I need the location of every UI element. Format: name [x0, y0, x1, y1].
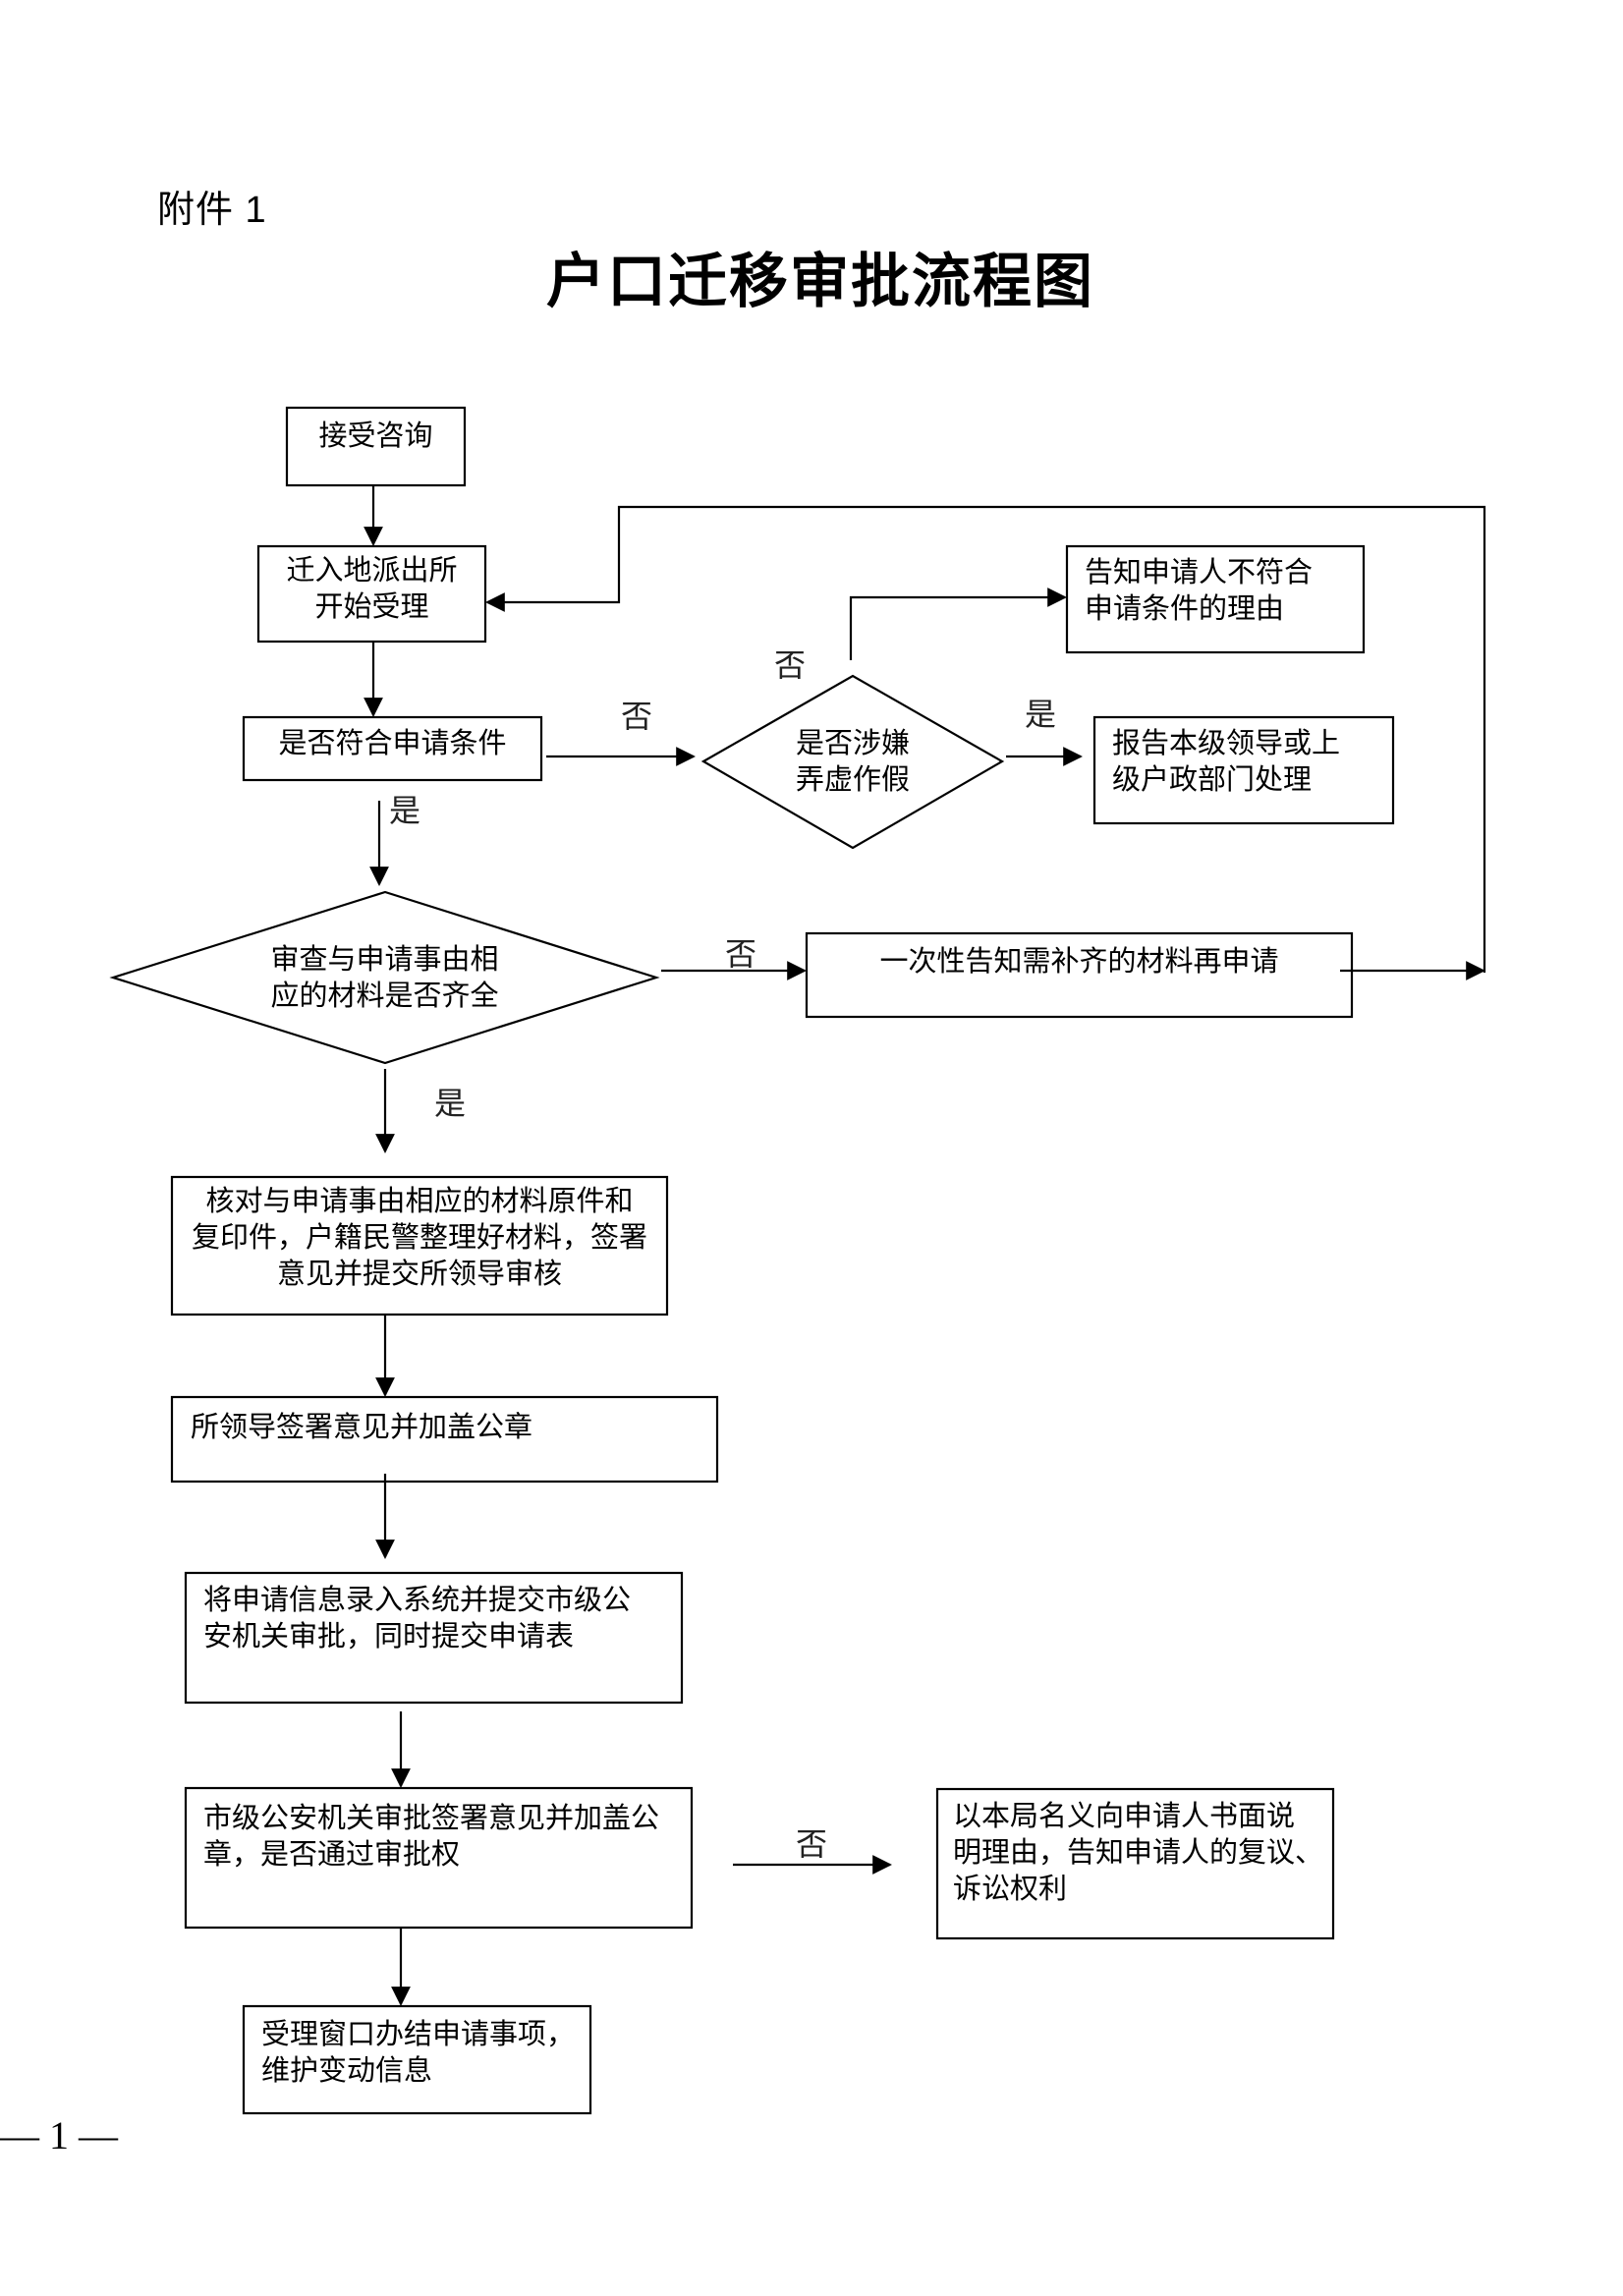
node-station-leader-sign-box: [170, 1395, 719, 1484]
node-station-leader-sign: 所领导签署意见并加盖公章: [191, 1410, 533, 1443]
node-city-approval: 市级公安机关审批签署意见并加盖公 章，是否通过审批权: [203, 1801, 660, 1871]
edge-label-fraud-yes: 是: [1025, 696, 1057, 733]
edge-label-approval-no: 否: [796, 1825, 828, 1863]
node-enter-system-box: [184, 1571, 684, 1705]
node-report-leader: 报告本级领导或上 级户政部门处理: [1112, 726, 1341, 796]
node-city-approval-box: [184, 1786, 694, 1930]
node-verify-originals: 核对与申请事由相应的材料原件和 复印件，户籍民警整理好材料，签署 意见并提交所领…: [191, 1184, 647, 1290]
edge-label-materials-no: 否: [725, 935, 757, 973]
node-enter-system: 将申请信息录入系统并提交市级公 安机关审批，同时提交申请表: [203, 1583, 632, 1652]
attachment-label: 附件 1: [157, 190, 267, 231]
node-materials-check: 审查与申请事由相 应的材料是否齐全: [270, 942, 499, 1012]
node-materials-check-diamond: [109, 890, 660, 1065]
page-title: 户口迁移审批流程图: [546, 248, 1094, 316]
node-request-supplement-box: [805, 931, 1354, 1019]
node-written-rejection: 以本局名义向申请人书面说 明理由，告知申请人的复议、 诉讼权利: [953, 1799, 1324, 1905]
page-number: — 1 —: [0, 2113, 118, 2157]
node-fraud-check-diamond: [700, 674, 1005, 850]
node-request-supplement: 一次性告知需补齐的材料再申请: [879, 944, 1279, 978]
node-complete-box: [242, 2004, 592, 2115]
edge-loop-back-to-accept: [485, 505, 1486, 973]
node-consult-box: [285, 406, 467, 487]
node-consult: 接受咨询: [318, 419, 433, 452]
node-notify-ineligible: 告知申请人不符合 申请条件的理由: [1085, 555, 1314, 625]
node-notify-ineligible-box: [1065, 544, 1366, 654]
node-written-rejection-box: [935, 1787, 1335, 1940]
edge-label-fraud-no: 否: [774, 646, 807, 684]
node-accept: 迁入地派出所 开始受理: [286, 553, 458, 623]
node-report-leader-box: [1092, 715, 1395, 825]
node-verify-originals-box: [170, 1175, 669, 1316]
node-complete: 受理窗口办结申请事项， 维护变动信息: [261, 2017, 576, 2087]
edge-fraud-no: [849, 588, 1067, 660]
node-fraud-check: 是否涉嫌 弄虚作假: [795, 726, 910, 796]
node-eligibility: 是否符合申请条件: [278, 726, 507, 759]
edge-label-eligibility-no: 否: [621, 698, 653, 735]
node-eligibility-box: [242, 715, 543, 782]
edge-label-materials-yes: 是: [434, 1085, 467, 1122]
node-accept-box: [256, 544, 487, 644]
edge-label-eligibility-yes: 是: [389, 792, 421, 829]
